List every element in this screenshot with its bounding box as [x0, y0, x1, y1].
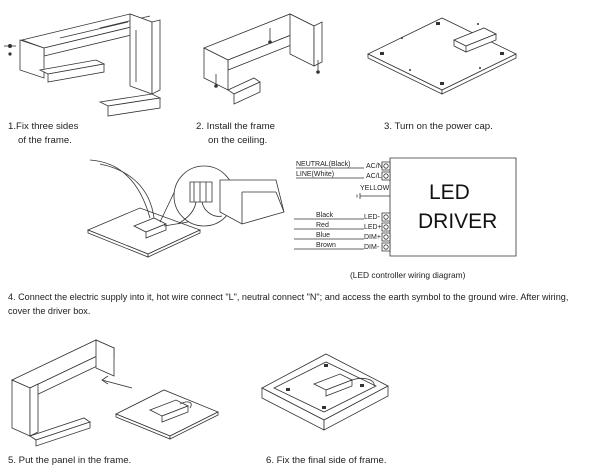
fix-final-side-illustration [256, 336, 396, 451]
acn-terminal-label: AC/N [366, 163, 383, 170]
driver-label-led: LED [429, 181, 470, 204]
wiring-diagram: LED DRIVER NEUTRAL(Black) LINE(White) AC… [290, 156, 520, 266]
step-5-line-1: 5. Put the panel in the frame. [8, 455, 132, 466]
step-3-line-1: 3. Turn on the power cap. [384, 121, 493, 132]
wire-blue-label: Blue [316, 232, 330, 239]
dim-minus-label: DIM- [364, 244, 380, 251]
step-6-line-1: 6. Fix the final side of frame. [266, 455, 387, 466]
led-driver-box [390, 158, 516, 256]
step-2-caption: 2. Install the frame on the ceiling. [196, 120, 275, 148]
led-minus-label: LED- [364, 214, 381, 221]
led-plus-label: LED+ [364, 224, 382, 231]
line-label: LINE(White) [296, 171, 334, 178]
step-1-line-1: 1.Fix three sides [8, 121, 79, 132]
wire-black-label: Black [316, 212, 334, 219]
step-6-caption: 6. Fix the final side of frame. [266, 454, 387, 468]
panel-power-cap-illustration [360, 8, 525, 118]
connection-illustration [70, 152, 290, 267]
step-1-caption: 1.Fix three sides of the frame. [8, 120, 78, 148]
frame-three-sides-illustration [0, 8, 175, 118]
step-5-caption: 5. Put the panel in the frame. [8, 454, 131, 468]
driver-label-driver: DRIVER [418, 210, 497, 233]
step-4-caption: 4. Connect the electric supply into it, … [8, 290, 600, 318]
acl-terminal-label: AC/L [366, 173, 382, 180]
step-2-line-1: 2. Install the frame [196, 121, 275, 132]
step-3-caption: 3. Turn on the power cap. [384, 120, 493, 134]
step-4-line-1: 4. Connect the electric supply into it, … [8, 292, 569, 302]
yellow-label: YELLOW [360, 185, 390, 192]
step-2-line-2: on the ceiling. [208, 135, 268, 146]
step-1-line-2: of the frame. [18, 135, 72, 146]
frame-ceiling-illustration [190, 8, 350, 118]
step-4-line-2: cover the driver box. [8, 306, 91, 316]
dim-plus-label: DIM+ [364, 234, 381, 241]
wire-red-label: Red [316, 222, 329, 229]
neutral-label: NEUTRAL(Black) [296, 161, 350, 168]
panel-into-frame-illustration [4, 328, 224, 453]
wiring-diagram-caption: (LED controller wiring diagram) [350, 270, 466, 280]
wire-brown-label: Brown [316, 242, 336, 249]
